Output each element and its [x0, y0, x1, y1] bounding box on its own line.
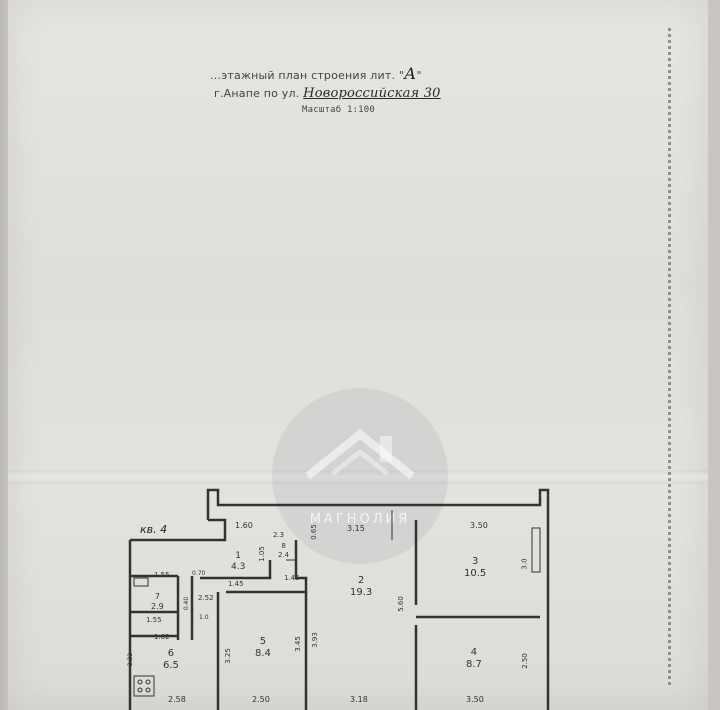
room-area: 8.7	[466, 659, 482, 670]
document-sheet	[8, 0, 708, 710]
window-right	[531, 527, 541, 573]
room-area: 2.9	[151, 602, 164, 611]
room-area: 10.5	[464, 568, 487, 579]
dimension-label: 3.15	[347, 524, 365, 533]
title-text: …этажный план строения лит. "	[210, 69, 405, 82]
dimension-label: 1.62	[154, 633, 170, 641]
street-name: Новороссийская 30	[303, 86, 441, 101]
dimension-label: 3.45	[293, 636, 302, 652]
room-number: 4	[470, 647, 478, 658]
room-number: 3	[471, 556, 479, 567]
wall-room1-bottom	[200, 560, 272, 580]
room-number: 6	[167, 648, 175, 659]
room-number: 1	[235, 551, 242, 561]
room-1: 1 4.3	[231, 551, 245, 573]
room-area: 8.4	[255, 648, 271, 659]
dimension-label: 5.60	[396, 596, 405, 612]
dimension-label: 1.0	[199, 614, 209, 621]
dimension-label: 1.45	[228, 580, 244, 588]
dimension-label: 2.50	[252, 695, 270, 704]
dimension-label: 3.0	[520, 558, 529, 570]
paper-fold	[8, 470, 708, 484]
building-letter: А	[404, 64, 417, 83]
room-5: 5 8.4	[255, 636, 271, 660]
room-4: 4 8.7	[466, 647, 482, 671]
room-6: 6 6.5	[163, 648, 179, 672]
room-number: 8	[281, 542, 286, 550]
dimension-label: 1.55	[146, 616, 162, 624]
dimension-label: 0.40	[183, 596, 191, 611]
room-7: 7 2.9	[151, 592, 164, 612]
address-prefix: г.Анапе по ул.	[214, 87, 300, 100]
dimension-label: 0.70	[192, 570, 206, 577]
room-area: 2.4	[278, 551, 290, 559]
room-number: 2	[357, 575, 365, 586]
room-number: 5	[259, 636, 267, 647]
room-8: 8 2.4	[278, 542, 289, 560]
room-area: 6.5	[163, 660, 179, 671]
dimension-label: 2.50	[520, 653, 529, 669]
bath-fixture	[133, 577, 149, 587]
dimension-label: 2.52	[198, 594, 214, 602]
dimension-label: 1.60	[235, 521, 253, 530]
dimension-label: 3.18	[350, 695, 368, 704]
scale-label: Масштаб 1:100	[302, 105, 376, 115]
dimension-label: 3.50	[470, 521, 488, 530]
room-area: 4.3	[231, 562, 246, 572]
room-number: 7	[154, 592, 160, 601]
outer-wall-top	[206, 488, 550, 710]
dimension-label: 1.55	[154, 571, 170, 579]
apartment-label: кв. 4	[140, 523, 168, 536]
dimension-label: 2.3	[273, 531, 285, 539]
dimension-label: 2.22	[127, 652, 135, 667]
dashed-border-line	[668, 28, 671, 688]
room-area: 19.3	[350, 587, 373, 598]
stove-icon	[133, 675, 155, 697]
wall-inner-1	[226, 540, 308, 594]
plan-title: …этажный план строения лит. "А"	[210, 64, 422, 83]
address-line: г.Анапе по ул. Новороссийская 30	[214, 86, 441, 101]
title-quote: "	[416, 69, 422, 82]
house-icon	[305, 428, 415, 480]
dimension-label: 3.93	[310, 632, 319, 648]
room-2: 2 19.3	[350, 575, 372, 599]
watermark-text: МАГНОЛИЯ	[309, 512, 411, 527]
wall-top-left	[130, 518, 227, 542]
watermark-logo: МАГНОЛИЯ	[272, 388, 448, 564]
dimension-label: 0.65	[309, 524, 318, 540]
room-3: 3 10.5	[464, 556, 486, 580]
dimension-label: 1.05	[257, 546, 266, 562]
dimension-label: 3.50	[466, 695, 484, 704]
dimension-label: 2.58	[168, 695, 186, 704]
dimension-label: 1.45	[284, 574, 300, 582]
dimension-label: 3.25	[223, 648, 232, 664]
